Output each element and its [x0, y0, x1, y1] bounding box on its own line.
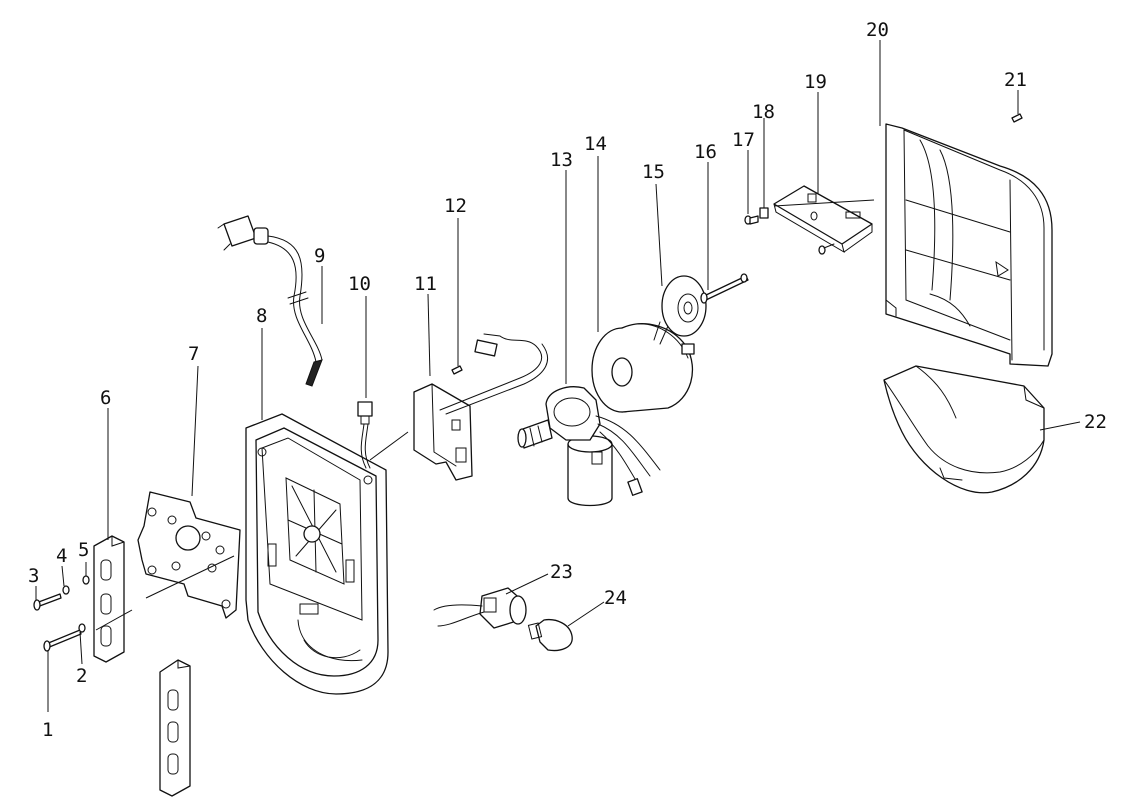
callout-9: 9 — [314, 245, 325, 267]
fan-motor — [517, 386, 661, 507]
callout-22: 22 — [1084, 411, 1107, 433]
callout-7: 7 — [188, 343, 199, 365]
callout-24: 24 — [604, 587, 627, 609]
lamp-bulb — [527, 618, 573, 652]
rocker-switch — [357, 401, 373, 469]
small-screw — [451, 365, 463, 375]
callout-5: 5 — [78, 539, 89, 561]
pcb — [773, 185, 873, 255]
impeller-disc — [661, 275, 707, 337]
callout-20: 20 — [866, 19, 889, 41]
motor-housing — [591, 321, 695, 413]
base-housing — [245, 413, 389, 695]
callout-11: 11 — [414, 273, 437, 295]
screw-long — [43, 629, 82, 652]
callout-4: 4 — [56, 545, 67, 567]
leader-lines — [35, 40, 1081, 712]
nut — [82, 575, 90, 585]
mounting-plate — [137, 491, 241, 619]
callout-3: 3 — [28, 565, 39, 587]
control-board — [413, 333, 548, 481]
front-cover — [885, 123, 1053, 367]
callout-13: 13 — [550, 149, 573, 171]
callout-10: 10 — [348, 273, 371, 295]
long-bolt — [700, 273, 749, 304]
callout-17: 17 — [732, 129, 755, 151]
callout-1: 1 — [42, 719, 53, 741]
callout-2: 2 — [76, 665, 87, 687]
callout-15: 15 — [642, 161, 665, 183]
power-cord — [217, 215, 323, 387]
callout-18: 18 — [752, 101, 775, 123]
callout-14: 14 — [584, 133, 607, 155]
callout-23: 23 — [550, 561, 573, 583]
wall-bracket-lower — [159, 659, 191, 797]
callout-6: 6 — [100, 387, 111, 409]
callout-labels: 1 2 3 4 5 6 7 8 9 10 11 12 13 14 15 16 1… — [28, 19, 1107, 741]
wall-bracket-upper — [93, 535, 125, 663]
air-outlet-shell — [883, 365, 1045, 494]
screw-17 — [744, 215, 759, 225]
screw-short — [33, 593, 62, 611]
cover-screw — [1011, 113, 1023, 123]
callout-12: 12 — [444, 195, 467, 217]
callout-8: 8 — [256, 305, 267, 327]
callout-16: 16 — [694, 141, 717, 163]
spacer-18 — [759, 207, 769, 219]
washer-small — [62, 585, 86, 633]
callout-19: 19 — [804, 71, 827, 93]
callout-21: 21 — [1004, 69, 1027, 91]
lamp-holder — [433, 587, 527, 629]
